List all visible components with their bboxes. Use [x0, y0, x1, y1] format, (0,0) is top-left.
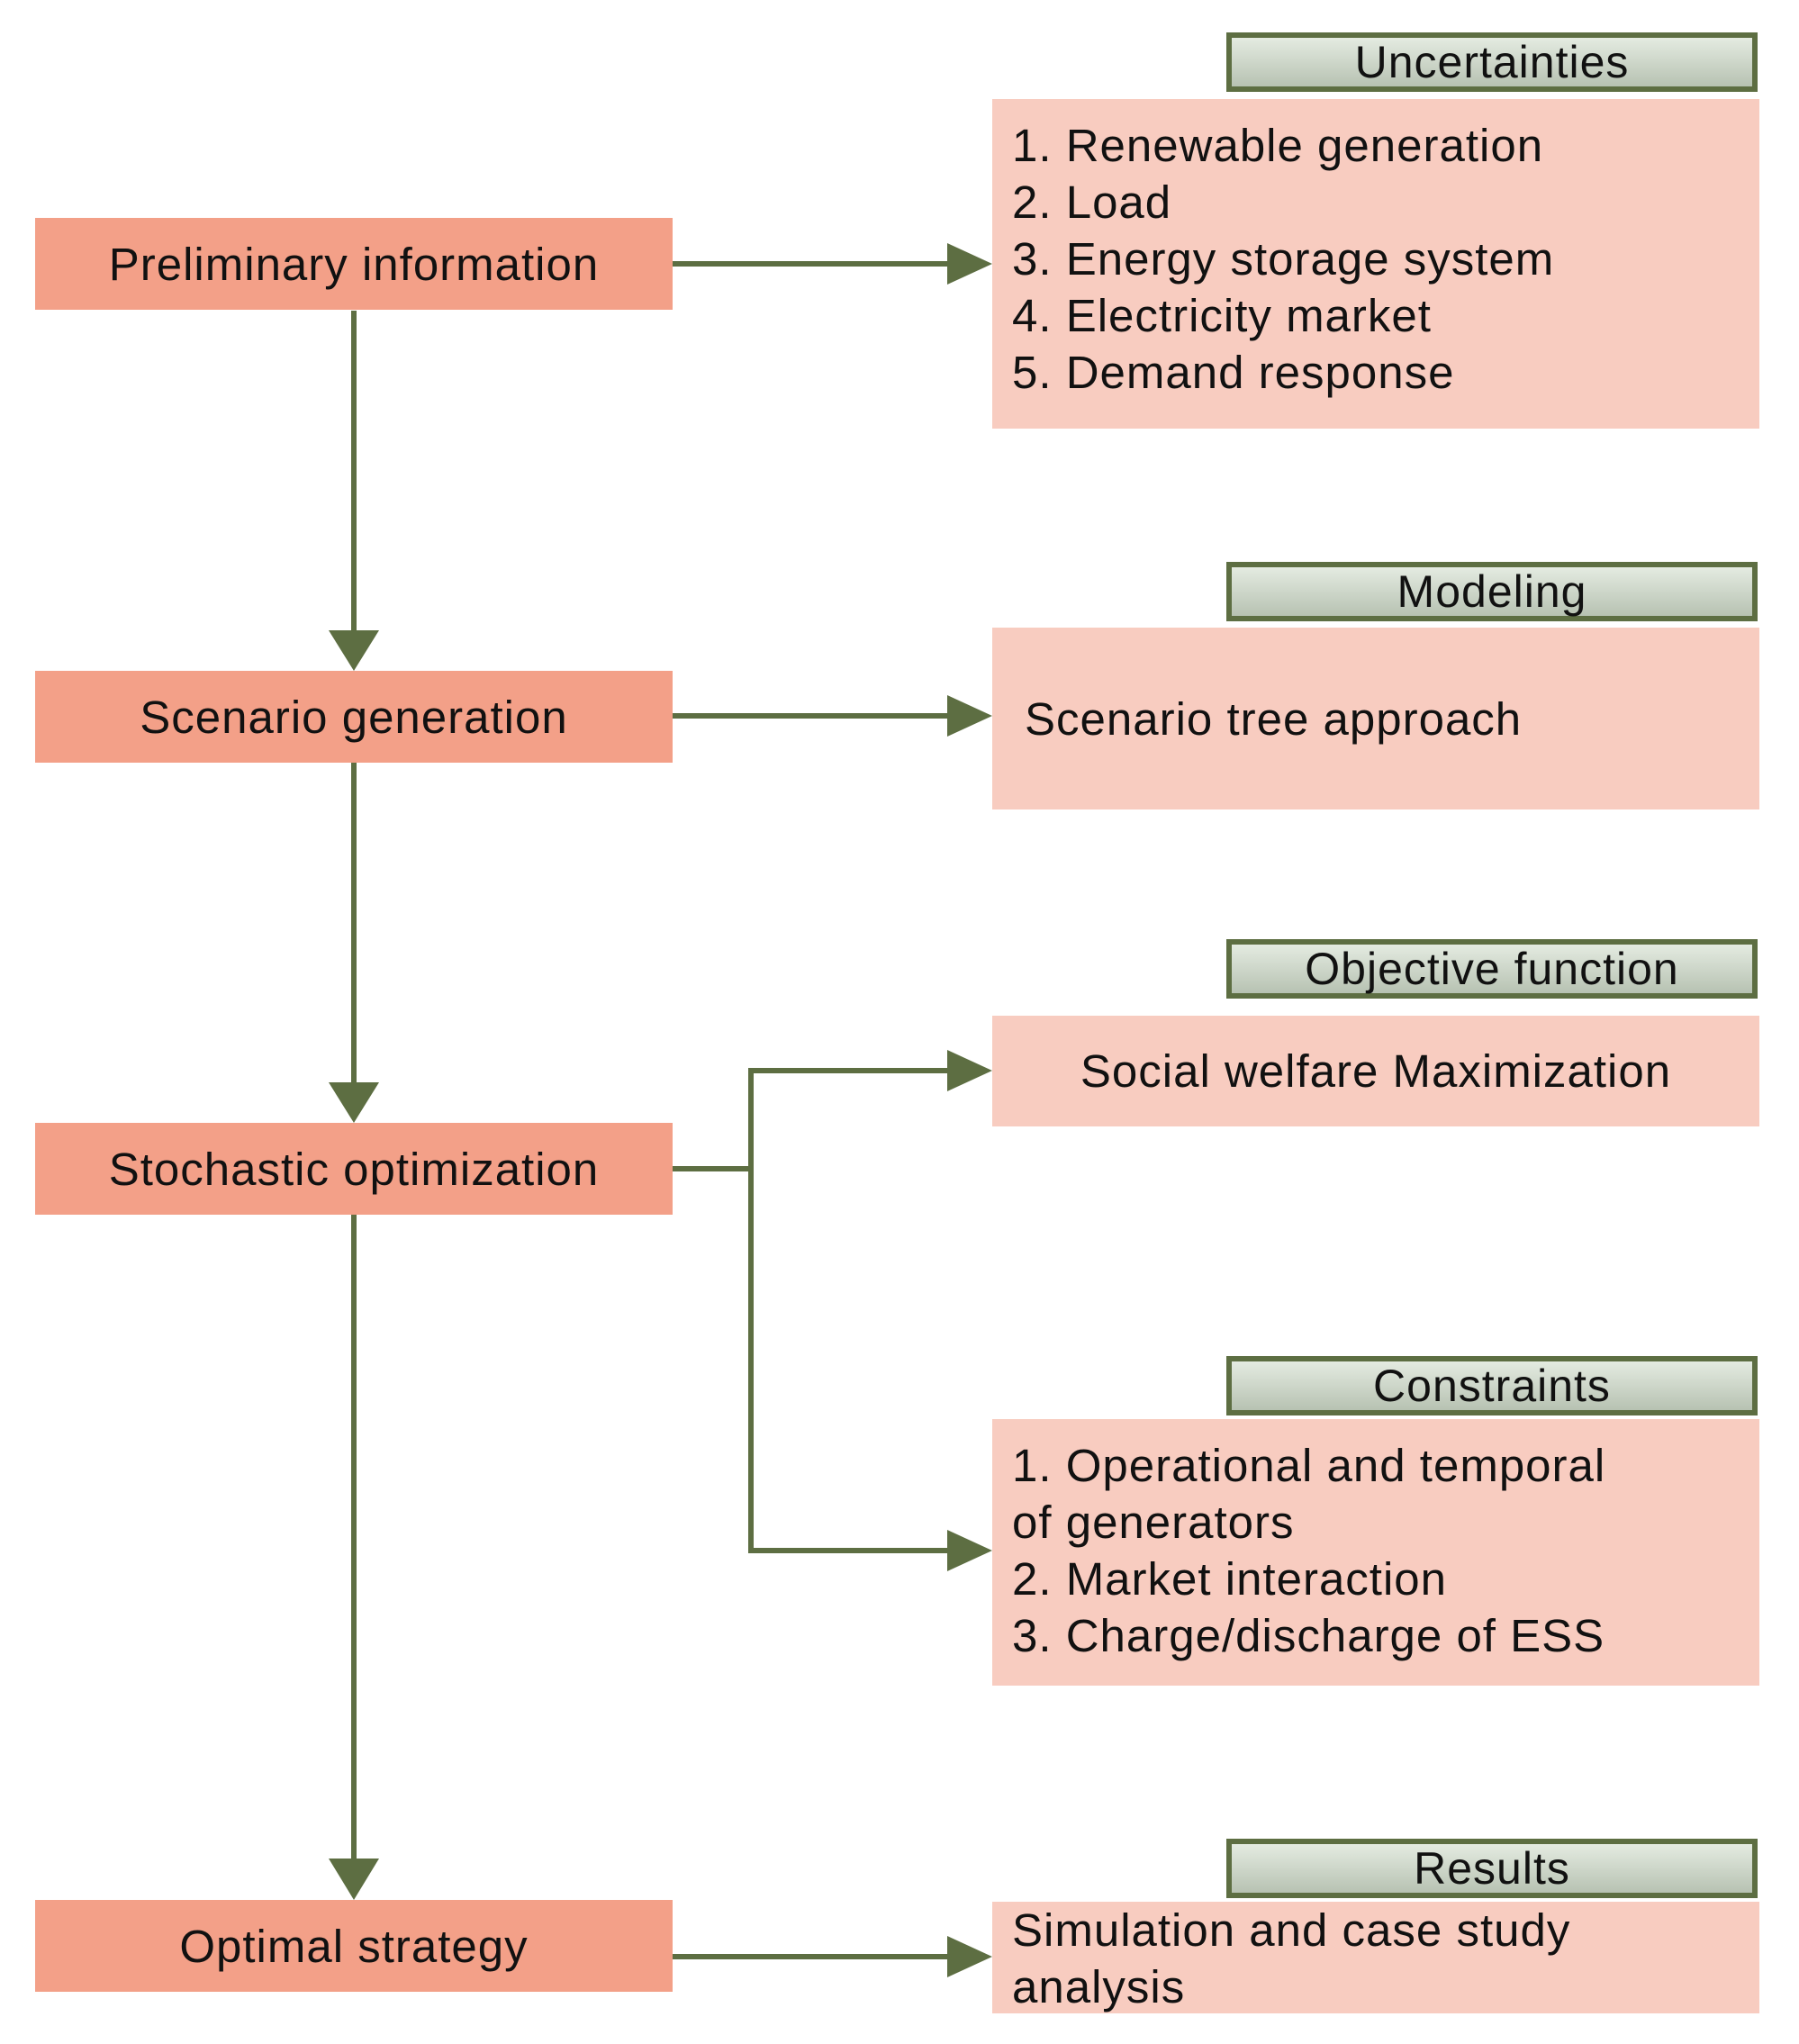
modeling-header: Modeling	[1226, 562, 1758, 621]
list-item: 3. Energy storage system	[1012, 233, 1555, 285]
step-scenario-generation: Scenario generation	[35, 671, 673, 763]
results-header: Results	[1226, 1839, 1758, 1898]
arrowhead-right-modeling	[947, 695, 992, 737]
branch-to-constraints	[748, 1169, 954, 1553]
branch-to-objective	[748, 1068, 954, 1169]
list-item: 2. Market interaction	[1012, 1553, 1448, 1605]
list-item: 4. Electricity market	[1012, 290, 1432, 341]
arrowhead-down-scenario	[329, 630, 379, 671]
header-label: Objective function	[1305, 944, 1679, 994]
list-item: of generators	[1012, 1497, 1295, 1548]
uncertainties-panel: 1. Renewable generation 2. Load 3. Energ…	[992, 99, 1759, 429]
header-label: Modeling	[1397, 566, 1587, 617]
list-item: 2. Load	[1012, 176, 1172, 228]
arrowhead-right-uncertainties	[947, 243, 992, 285]
modeling-panel: Scenario tree approach	[992, 628, 1759, 809]
step-stochastic-optimization: Stochastic optimization	[35, 1123, 673, 1215]
step-optimal-strategy: Optimal strategy	[35, 1900, 673, 1992]
constraints-panel: 1. Operational and temporal of generator…	[992, 1419, 1759, 1686]
list-item: Scenario tree approach	[1025, 692, 1523, 745]
list-item: 1. Operational and temporal	[1012, 1440, 1606, 1491]
arrowhead-right-constraints	[947, 1530, 992, 1571]
step-preliminary-information: Preliminary information	[35, 218, 673, 310]
list-item: Social welfare Maximization	[1080, 1045, 1672, 1097]
results-panel: Simulation and case study analysis	[992, 1902, 1759, 2013]
header-label: Uncertainties	[1354, 37, 1630, 87]
arrowhead-down-stochastic	[329, 1082, 379, 1123]
header-label: Constraints	[1373, 1361, 1611, 1411]
list-item: Simulation and case study	[1012, 1904, 1571, 1956]
step-label: Preliminary information	[108, 238, 600, 290]
list-item: 3. Charge/discharge of ESS	[1012, 1610, 1605, 1661]
constraints-header: Constraints	[1226, 1356, 1758, 1415]
step-label: Stochastic optimization	[108, 1143, 600, 1195]
list-item: 1. Renewable generation	[1012, 120, 1544, 171]
objective-header: Objective function	[1226, 939, 1758, 999]
step-label: Optimal strategy	[179, 1920, 529, 1972]
list-item: analysis	[1012, 1961, 1186, 2012]
header-label: Results	[1414, 1843, 1570, 1894]
arrowhead-down-optimal	[329, 1859, 379, 1900]
list-item: 5. Demand response	[1012, 347, 1455, 398]
step-label: Scenario generation	[140, 691, 568, 743]
uncertainties-header: Uncertainties	[1226, 32, 1758, 92]
arrowhead-right-objective	[947, 1050, 992, 1091]
objective-panel: Social welfare Maximization	[992, 1016, 1759, 1126]
arrowhead-right-results	[947, 1936, 992, 1977]
